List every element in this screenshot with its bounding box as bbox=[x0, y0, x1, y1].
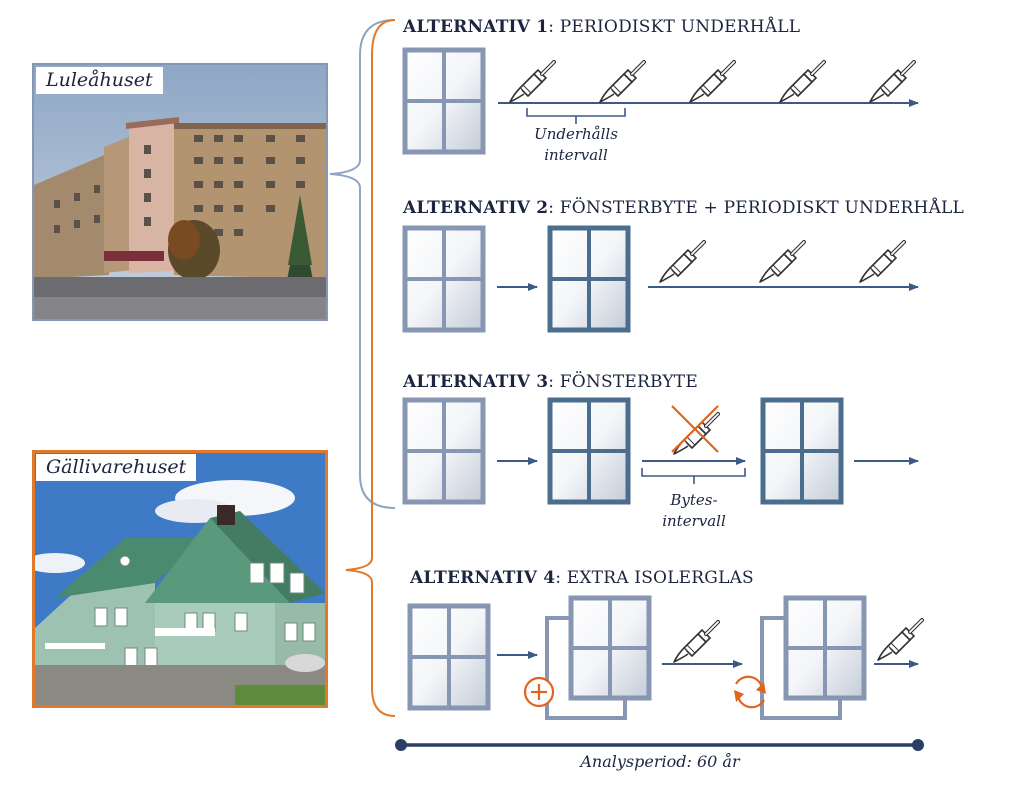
alternative-3-name: ALTERNATIV 3 bbox=[403, 372, 549, 392]
alternative-1-name: ALTERNATIV 1 bbox=[403, 17, 549, 37]
analysis-period-label: Analysperiod: 60 år bbox=[580, 752, 740, 771]
paint-brush-icon bbox=[778, 60, 826, 104]
replacement-interval-note: Bytes- intervall bbox=[634, 490, 754, 532]
gallivare-bracket bbox=[345, 19, 396, 717]
paint-brush-icon bbox=[688, 60, 736, 104]
alternative-2-name: ALTERNATIV 2 bbox=[403, 198, 549, 218]
alternative-2-desc: : FÖNSTERBYTE + PERIODISKT UNDERHÅLL bbox=[548, 198, 965, 218]
crossed-brush-icon bbox=[671, 405, 720, 456]
alternative-4-name: ALTERNATIV 4 bbox=[410, 568, 556, 588]
paint-brush-icon bbox=[672, 620, 720, 664]
window-icon bbox=[407, 603, 491, 711]
replacement-interval-bracket bbox=[641, 468, 746, 484]
alternative-1-desc: : PERIODISKT UNDERHÅLL bbox=[548, 17, 801, 37]
alternative-4-desc: : EXTRA ISOLERGLAS bbox=[555, 568, 754, 588]
window-icon bbox=[402, 397, 486, 505]
paint-brush-icon bbox=[508, 60, 556, 104]
lulea-label: Luleåhuset bbox=[36, 67, 163, 94]
paint-brush-icon bbox=[598, 60, 646, 104]
replacement-interval-line2: intervall bbox=[662, 512, 726, 530]
paint-brush-icon bbox=[658, 240, 706, 284]
gallivare-label: Gällivarehuset bbox=[36, 454, 197, 481]
analysis-period-timeline bbox=[395, 739, 924, 751]
window-icon bbox=[760, 397, 844, 505]
alternative-1-title: ALTERNATIV 1: PERIODISKT UNDERHÅLL bbox=[403, 17, 800, 37]
alternative-4-title: ALTERNATIV 4: EXTRA ISOLERGLAS bbox=[410, 568, 754, 588]
lulea-photo bbox=[32, 63, 328, 321]
window-icon bbox=[545, 595, 652, 720]
lulea-building-illustration bbox=[34, 65, 326, 319]
maintenance-interval-line1: Underhålls bbox=[534, 125, 618, 143]
window-icon bbox=[402, 47, 486, 155]
window-icon bbox=[547, 397, 631, 505]
cycle-arrows-icon bbox=[734, 675, 766, 709]
gallivare-photo bbox=[32, 450, 328, 708]
maintenance-interval-note: Underhålls intervall bbox=[516, 124, 636, 166]
alternative-2-title: ALTERNATIV 2: FÖNSTERBYTE + PERIODISKT U… bbox=[403, 198, 964, 218]
alternative-3-title: ALTERNATIV 3: FÖNSTERBYTE bbox=[403, 372, 698, 392]
paint-brush-icon bbox=[758, 240, 806, 284]
maintenance-interval-bracket bbox=[526, 108, 626, 124]
window-icon bbox=[760, 595, 867, 720]
alternative-3-desc: : FÖNSTERBYTE bbox=[548, 372, 698, 392]
window-icon bbox=[402, 225, 486, 333]
replacement-interval-line1: Bytes- bbox=[670, 491, 718, 509]
lulea-bracket bbox=[329, 19, 396, 509]
window-icon bbox=[547, 225, 631, 333]
maintenance-interval-line2: intervall bbox=[544, 146, 608, 164]
gallivare-house-illustration bbox=[35, 453, 325, 705]
paint-brush-icon bbox=[868, 60, 916, 104]
plus-circle-icon bbox=[523, 676, 555, 708]
paint-brush-icon bbox=[858, 240, 906, 284]
paint-brush-icon bbox=[876, 618, 924, 662]
